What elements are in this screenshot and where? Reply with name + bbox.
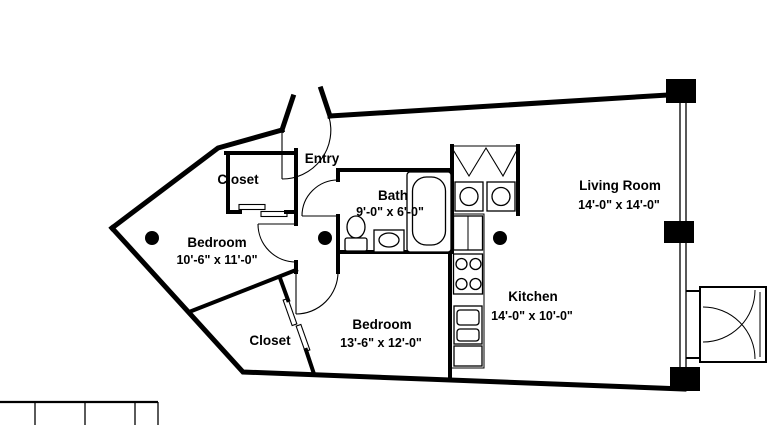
room-labels: Entry Closet Bedroom 10'-6" x 11'-0" Bat…: [176, 151, 660, 350]
column-top-right: [666, 79, 696, 103]
kitchen-sink-basin-1: [456, 309, 480, 326]
interior-walls: [186, 144, 520, 382]
washer-door: [459, 186, 479, 207]
bedroom-left-dimensions: 10'-6" x 11'-0": [176, 253, 257, 267]
kitchen-label: Kitchen: [508, 289, 558, 304]
bedroom-bottom-label: Bedroom: [352, 317, 411, 332]
burner-1: [455, 257, 468, 271]
dishwasher: [453, 345, 483, 367]
burner-4: [469, 277, 482, 291]
bath-dimensions: 9'-0" x 6'-0": [356, 205, 424, 219]
wall-top: [327, 91, 687, 119]
kitchen-counter-edge: [452, 213, 485, 369]
closet-bottom-slider-panel-2: [295, 323, 311, 353]
closet-top-label: Closet: [217, 172, 259, 187]
living-room-dimensions: 14'-0" x 14'-0": [578, 198, 660, 212]
closet-bottom-label: Closet: [249, 333, 291, 348]
columns: [664, 79, 700, 391]
bedroom-left-label: Bedroom: [187, 235, 246, 250]
wall-upper-left-diagonal: [108, 126, 286, 232]
closet-top-slider-panel-1: [238, 203, 266, 211]
wall-lower-left-and-bottom: [108, 224, 687, 392]
closet-bottom-wall-upper-stub: [277, 275, 291, 303]
bedroom-left-door-arc: [257, 223, 297, 263]
bay-window: [699, 286, 767, 363]
kitchen-dimensions: 14'-0" x 10'-0": [491, 309, 573, 323]
closet-bottom-wall-lower-stub: [303, 347, 317, 377]
burner-3: [455, 277, 468, 291]
closet-top-slider-panel-2: [260, 210, 288, 218]
toilet-tank: [344, 237, 368, 252]
entry-label: Entry: [305, 151, 340, 166]
burner-2: [469, 257, 482, 271]
bath-sink: [378, 232, 400, 248]
entry-stub-left: [278, 93, 297, 134]
entry-stub-right: [317, 85, 334, 120]
bath-label: Bath: [378, 188, 408, 203]
bathtub-basin: [411, 176, 447, 246]
entry-door-arc: [281, 116, 332, 180]
dot-kitchen: [493, 231, 507, 245]
kitchen-fixtures: [452, 213, 485, 369]
kitchen-sink-basin-2: [456, 328, 480, 342]
bedroom-bottom-dimensions: 13'-6" x 12'-0": [340, 336, 422, 350]
column-bottom-right: [670, 367, 700, 391]
laundry-bifold-doors: [451, 146, 519, 178]
living-room-label: Living Room: [579, 178, 661, 193]
closet-bottom-slider-panel-1: [282, 297, 298, 327]
bath-door-arc: [301, 179, 339, 217]
laundry-appliances: [454, 181, 516, 212]
dot-bedroom-left: [145, 231, 159, 245]
toilet-bowl: [346, 215, 366, 239]
bay-casement-arc-top: [702, 289, 756, 343]
title-block-fragment: [0, 400, 159, 425]
dot-hall: [318, 231, 332, 245]
bath-fixtures: [344, 171, 452, 253]
exterior-walls: [108, 85, 687, 392]
doors: [238, 116, 519, 353]
column-mid-right: [664, 221, 694, 243]
bay-casement-arc-bottom: [702, 306, 756, 360]
ceiling-dots: [145, 231, 507, 245]
bedroom-bottom-door-arc: [295, 271, 339, 315]
dryer-door: [491, 186, 511, 207]
